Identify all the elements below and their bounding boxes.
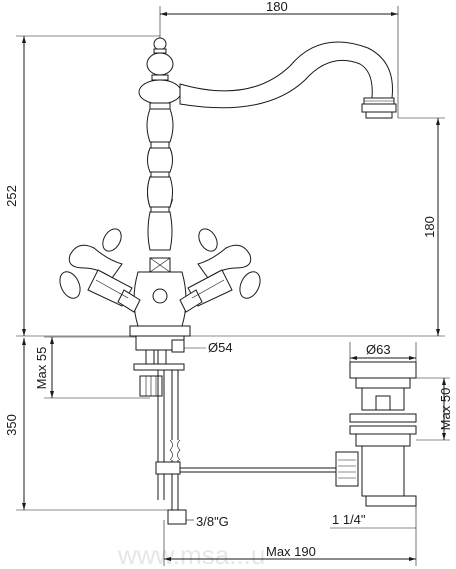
dim-waste-thread: 1 1/4": [330, 512, 416, 529]
dim-spout-reach-label: 180: [266, 0, 288, 14]
dim-waste-max: Max 50: [416, 377, 453, 441]
dim-base-diameter-label: Ø54: [208, 340, 233, 355]
dim-rod-max-label: Max 190: [266, 544, 316, 559]
dim-waste-thread-label: 1 1/4": [332, 512, 366, 527]
dim-max-thickness: Max 55: [34, 336, 150, 399]
dim-below-height-label: 350: [4, 414, 19, 436]
dim-spout-height-label: 180: [422, 216, 437, 238]
dim-spout-reach: 180: [159, 0, 399, 118]
watermark: www.msa...u: [117, 540, 265, 569]
faucet-spout: [179, 41, 397, 119]
dim-total-height: 252: [4, 35, 160, 337]
faucet-body: [129, 37, 191, 351]
right-handle: [179, 228, 261, 313]
left-handle: [59, 228, 141, 313]
dim-thread-label: 3/8"G: [196, 514, 229, 529]
dim-waste-diameter: Ø63: [349, 342, 417, 362]
dim-rod-max: Max 190: [163, 500, 417, 566]
dim-max-thickness-label: Max 55: [34, 347, 49, 390]
dim-spout-height: 180: [190, 117, 445, 337]
dim-waste-diameter-label: Ø63: [366, 342, 391, 357]
dim-base-diameter: Ø54: [184, 340, 233, 355]
dim-waste-max-label: Max 50: [438, 388, 453, 431]
dim-below-height: 350: [4, 338, 168, 511]
below-counter-assembly: [133, 339, 336, 525]
dim-total-height-label: 252: [4, 185, 19, 207]
waste-drain: [335, 361, 417, 507]
